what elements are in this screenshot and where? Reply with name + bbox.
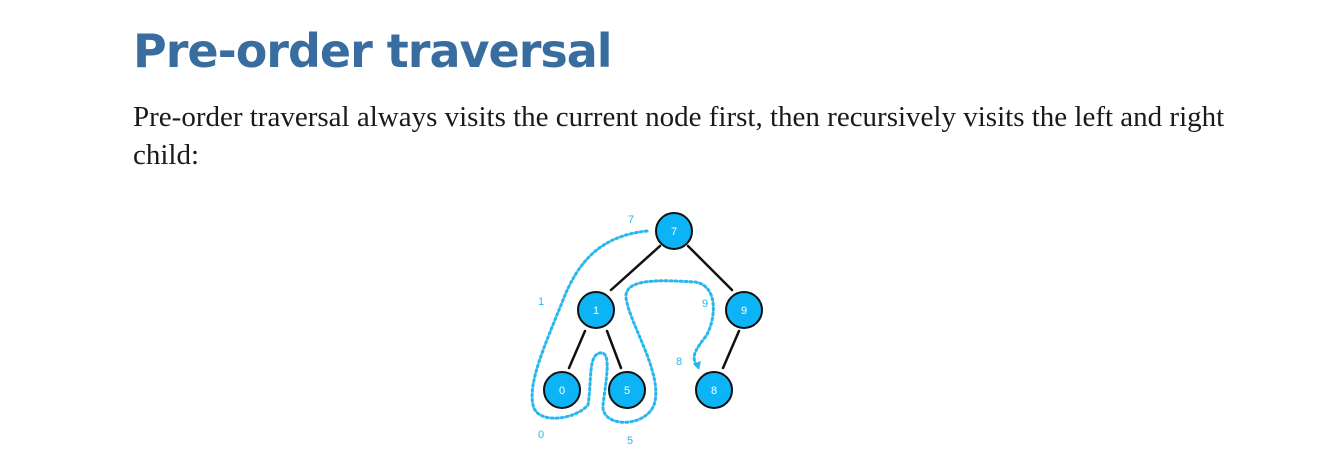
node-circle bbox=[655, 212, 693, 250]
intro-paragraph: Pre-order traversal always visits the cu… bbox=[133, 101, 1225, 171]
tree-node-7: 7 bbox=[655, 212, 693, 250]
node-label: 5 bbox=[624, 385, 630, 397]
node-label: 9 bbox=[741, 305, 747, 317]
page-title: Pre-order traversal bbox=[133, 24, 613, 78]
step-label-9: 9 bbox=[702, 298, 708, 310]
node-label: 1 bbox=[593, 305, 599, 317]
node-circle bbox=[543, 371, 581, 409]
tree-node-9: 9 bbox=[725, 291, 763, 329]
node-circle bbox=[608, 371, 646, 409]
node-label: 8 bbox=[711, 385, 717, 397]
tree-edges bbox=[567, 244, 741, 370]
node-circle bbox=[725, 291, 763, 329]
tree-node-5: 5 bbox=[608, 371, 646, 409]
step-label-0: 0 bbox=[538, 429, 544, 441]
step-label-7: 7 bbox=[628, 214, 634, 226]
traversal-path bbox=[530, 229, 715, 424]
step-label-8: 8 bbox=[676, 356, 682, 368]
edge-7-9 bbox=[686, 244, 734, 292]
edge-9-8 bbox=[721, 329, 741, 370]
edge-1-5 bbox=[605, 329, 623, 370]
traversal-arrowhead bbox=[693, 361, 701, 370]
node-circle bbox=[695, 371, 733, 409]
step-label-5: 5 bbox=[627, 435, 633, 447]
step-label-1: 1 bbox=[538, 296, 544, 308]
node-label: 7 bbox=[671, 226, 677, 238]
tree-node-1: 1 bbox=[577, 291, 615, 329]
edge-1-0 bbox=[567, 329, 587, 370]
node-label: 0 bbox=[559, 385, 565, 397]
preorder-traversal-diagram: 7 1 9 0 5 8 7 1 bbox=[520, 200, 780, 460]
tree-node-8: 8 bbox=[695, 371, 733, 409]
tree-node-0: 0 bbox=[543, 371, 581, 409]
node-circle bbox=[577, 291, 615, 329]
edge-7-1 bbox=[609, 244, 662, 292]
